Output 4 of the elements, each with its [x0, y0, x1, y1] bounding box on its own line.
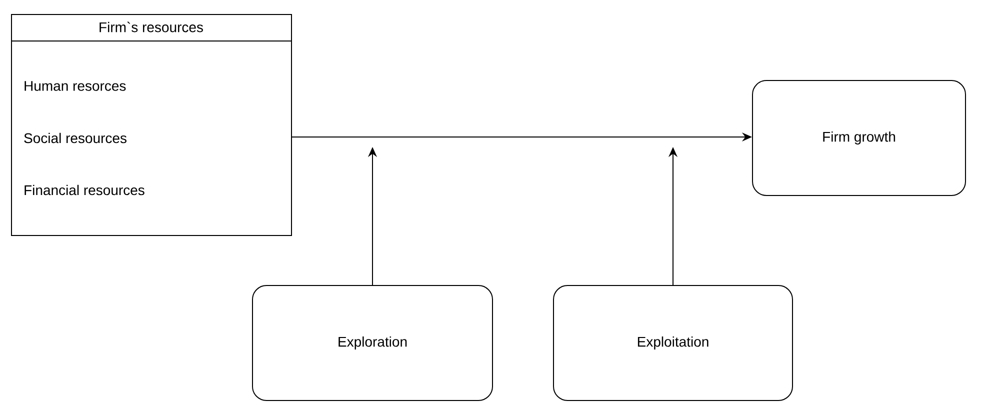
list-box: Firm`s resources Human resorces Social resources Financial resources [10, 14, 292, 236]
rounded-box: Firm growth [752, 80, 966, 196]
rounded-box: Exploration [252, 285, 493, 401]
rounded-box: Exploitation [553, 285, 793, 401]
